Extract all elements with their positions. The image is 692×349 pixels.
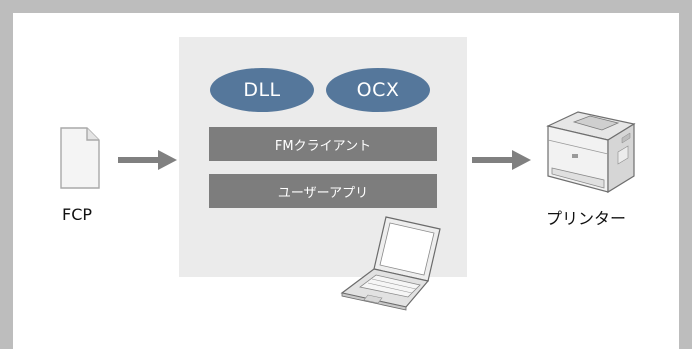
laptop-icon <box>340 216 441 311</box>
dll-component: DLL <box>210 68 314 112</box>
document-icon <box>60 127 100 189</box>
arrow-right-icon <box>118 150 177 170</box>
file-label: FCP <box>62 205 93 224</box>
printer-icon <box>546 111 636 194</box>
ocx-component: OCX <box>326 68 430 112</box>
printer-label: プリンター <box>546 209 627 228</box>
fm-client-bar: FMクライアント <box>209 127 437 161</box>
arrow-right-icon <box>472 150 531 170</box>
user-app-bar: ユーザーアプリ <box>209 174 437 208</box>
